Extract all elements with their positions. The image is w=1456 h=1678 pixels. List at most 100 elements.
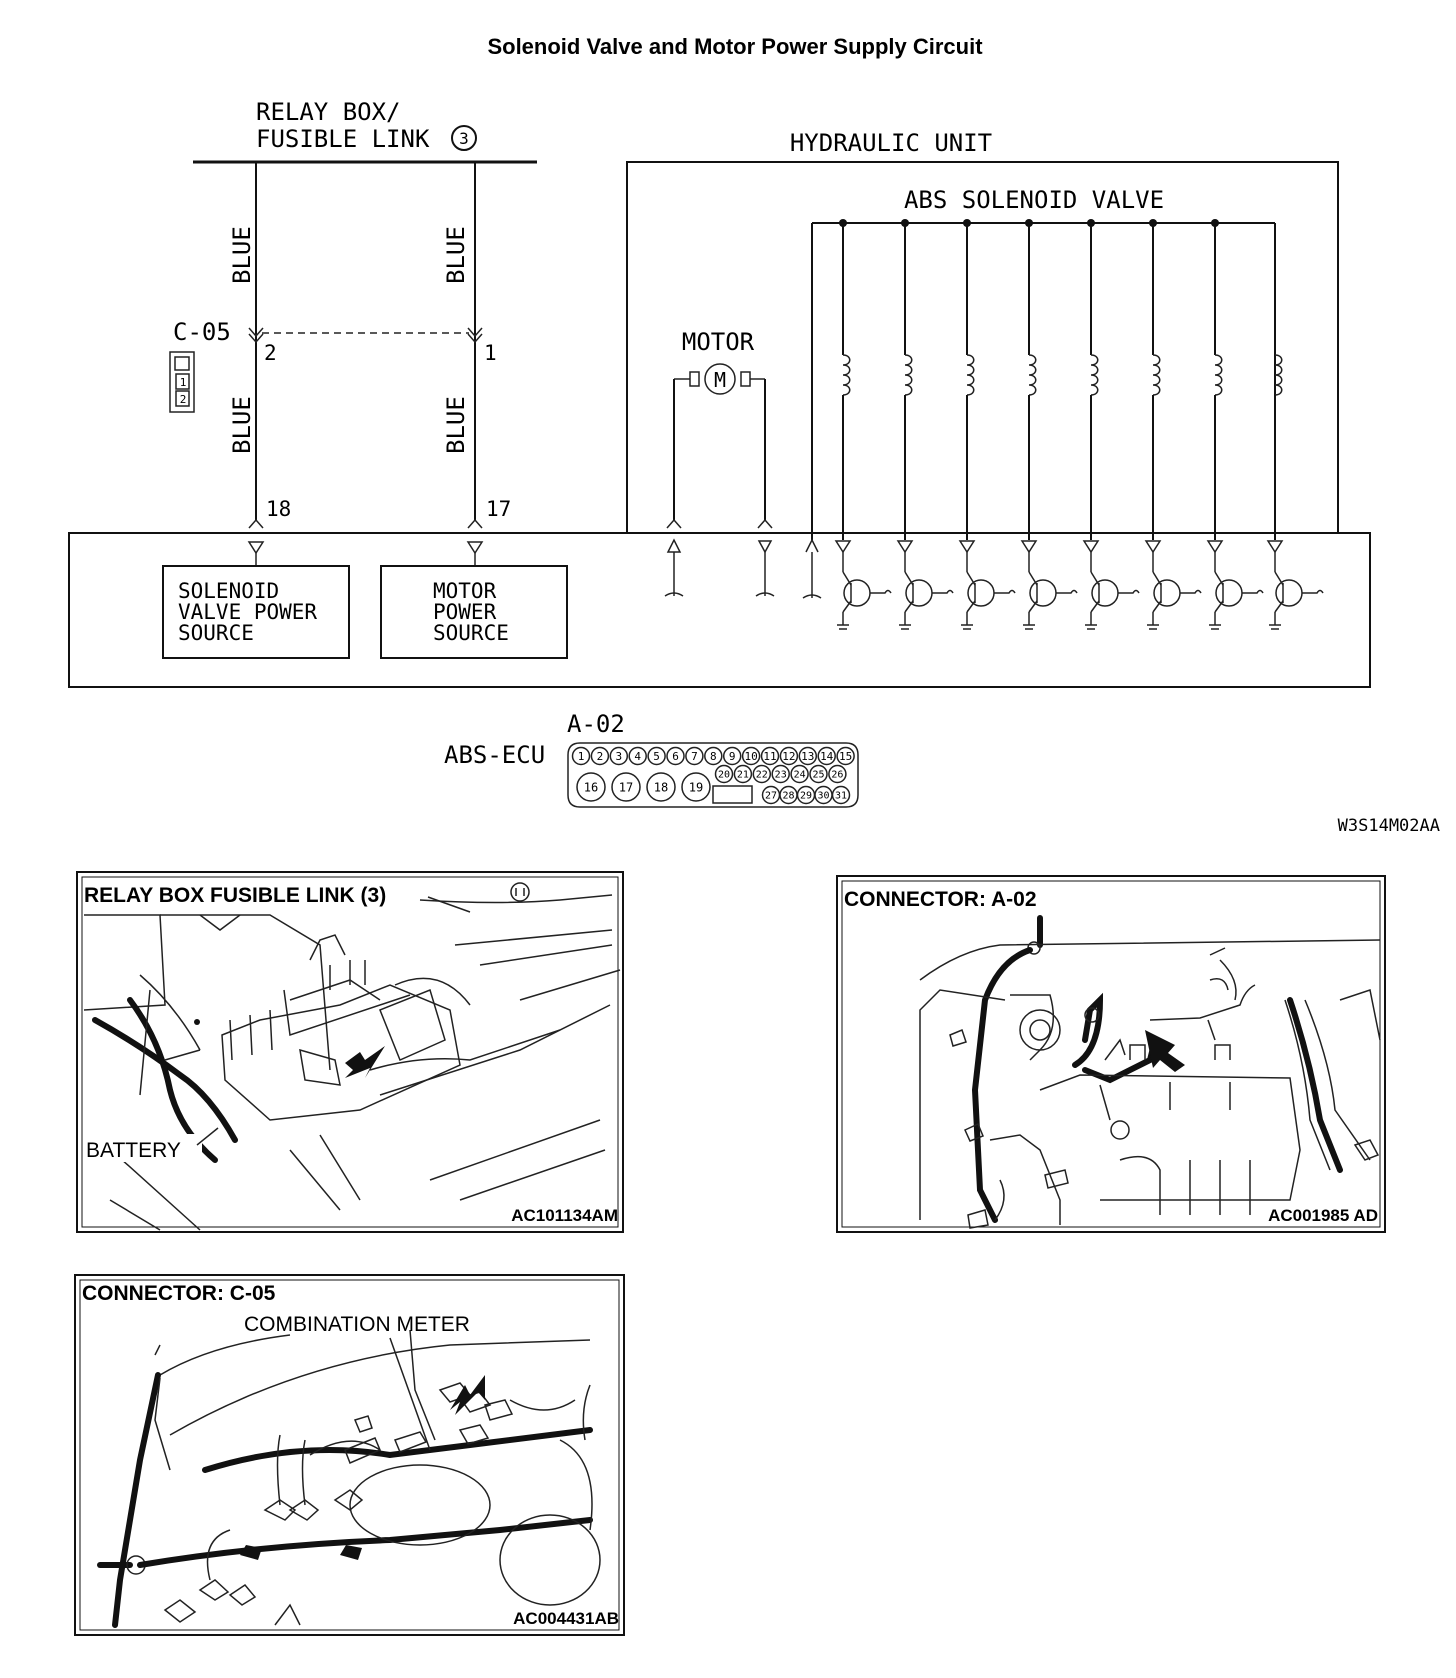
solenoid-valve-6 (1144, 219, 1202, 630)
solenoid-valve-8 (1266, 223, 1324, 630)
a02-pin-cavity (790, 764, 809, 784)
abs-ecu-box (68, 532, 1371, 688)
solenoid-valve-2 (896, 219, 954, 630)
a02-pin-number: 31 (835, 791, 847, 802)
a02-pin-number: 26 (831, 770, 843, 781)
a02-pin-number: 28 (782, 791, 794, 802)
panel-connector-a02: CONNECTOR: A-02 AC001985 AD (836, 875, 1386, 1233)
motor-power-source-line3: SOURCE (433, 621, 509, 645)
connector-c05-pin-right: 1 (484, 341, 497, 365)
battery-label: BATTERY (86, 1139, 181, 1162)
connector-c05-label: C-05 (173, 318, 231, 346)
solenoid-valve-5 (1082, 219, 1140, 630)
a02-pin-cavity (609, 746, 629, 766)
connector-c05-icon: 1 2 (169, 351, 195, 413)
wire-color-right-top: BLUE (442, 226, 470, 284)
a02-pin-cavity (576, 772, 606, 802)
a02-pin-cavity (611, 772, 641, 802)
a02-pin-number: 18 (654, 780, 668, 794)
a02-pin-cavity (666, 746, 685, 766)
motor-internal-terminals (664, 538, 775, 597)
solenoid-valves (834, 219, 1324, 630)
panel-a02-frame (836, 875, 1386, 1233)
panel-c05-code: AC004431AB (513, 1609, 619, 1628)
a02-pin-cavity (752, 764, 772, 784)
relay-box-label-line1: RELAY BOX/ (256, 98, 401, 126)
a02-pin-cavity (798, 746, 818, 766)
connector-c05-symbol-right (467, 327, 483, 344)
motor-symbol: M (666, 363, 773, 529)
a02-pin-number: 2 (597, 750, 604, 763)
a02-pin-number: 19 (689, 780, 703, 794)
solenoid-valve-power-source-box (162, 565, 350, 659)
c05-illustration (97, 1329, 601, 1628)
a02-illustration (919, 915, 1381, 1229)
a02-pin-number: 24 (794, 770, 806, 781)
motor-power-source-line2: POWER (433, 600, 497, 624)
fusible-link-number: 3 (459, 129, 469, 148)
a02-pin-number: 27 (765, 791, 777, 802)
a02-pin-number: 21 (737, 770, 749, 781)
a02-pin-cavity (760, 746, 780, 766)
a02-pin-cavity (741, 746, 761, 766)
hydraulic-unit-label: HYDRAULIC UNIT (790, 129, 992, 157)
diagram-title: Solenoid Valve and Motor Power Supply Ci… (487, 34, 983, 59)
a02-pin-number: 29 (800, 791, 812, 802)
a02-pin-number: 22 (756, 770, 768, 781)
solenoid-valve-power-source-line1: SOLENOID (178, 579, 279, 603)
panel-a02-code: AC001985 AD (1268, 1206, 1378, 1225)
a02-pin-cavity (722, 746, 742, 766)
connector-c05-symbol-left (248, 327, 264, 344)
ecu-pin-18: 18 (266, 497, 291, 521)
a02-pin-cavity (714, 764, 734, 784)
panel-relay-box-frame (76, 871, 624, 1233)
a02-pin-number: 3 (615, 750, 622, 763)
fusible-link-number-circle (451, 125, 477, 151)
diagram-code: W3S14M02AA (1338, 816, 1440, 836)
a02-pin-cavity (646, 772, 676, 802)
ecu-pin-17: 17 (486, 497, 511, 521)
a02-pin-number: 6 (672, 750, 679, 763)
a02-pin-number: 7 (691, 750, 698, 763)
a02-pin-number: 17 (619, 780, 633, 794)
a02-pin-cavity (836, 746, 855, 766)
solenoid-valve-7 (1206, 219, 1264, 630)
panel-relay-box: RELAY BOX FUSIBLE LINK (3) BATTERY AC101… (76, 871, 624, 1233)
a02-pin-cavity (771, 764, 790, 784)
a02-pin-number: 16 (584, 780, 598, 794)
a02-pin-cavity (681, 772, 711, 802)
solenoid-valve-power-source-line2: VALVE POWER (178, 600, 317, 624)
panel-relay-box-code: AC101134AM (511, 1206, 618, 1225)
wire-color-left-top: BLUE (228, 226, 256, 284)
wire-color-left-bottom: BLUE (228, 396, 256, 454)
panel-connector-c05: CONNECTOR: C-05 COMBINATION METER AC0044… (74, 1274, 625, 1636)
hydraulic-unit-box (626, 161, 1339, 533)
a02-pin-number: 23 (775, 770, 787, 781)
relay-box-illustration (83, 882, 621, 1231)
connector-c05-icon-pin1: 1 (180, 376, 187, 389)
abs-ecu-label: ABS-ECU (444, 741, 545, 769)
solenoid-valve-3 (958, 219, 1016, 630)
a02-pin-cavity (809, 764, 828, 784)
panel-relay-box-title: RELAY BOX FUSIBLE LINK (3) (84, 884, 386, 907)
a02-pin-number: 5 (653, 750, 660, 763)
a02-pin-cavity (831, 785, 851, 805)
panel-c05-frame (74, 1274, 625, 1636)
panel-c05-title: CONNECTOR: C-05 (82, 1282, 276, 1305)
a02-pin-number: 8 (710, 750, 717, 763)
a02-pin-number: 12 (782, 750, 795, 763)
a02-pin-cavity (647, 746, 666, 766)
a02-pin-number: 30 (817, 791, 829, 802)
solenoid-valve-1 (834, 219, 892, 630)
a02-pin-cavity (571, 746, 591, 766)
a02-pin-cavity (817, 746, 836, 766)
a02-pin-number: 13 (801, 750, 814, 763)
a02-pin-number: 4 (634, 750, 641, 763)
a02-pin-cavity (828, 764, 847, 784)
wire-color-right-bottom: BLUE (442, 396, 470, 454)
motor-m-letter: M (714, 368, 726, 392)
a02-pin-number: 20 (718, 770, 730, 781)
a02-pin-number: 9 (729, 750, 736, 763)
motor-power-source-box (380, 565, 568, 659)
